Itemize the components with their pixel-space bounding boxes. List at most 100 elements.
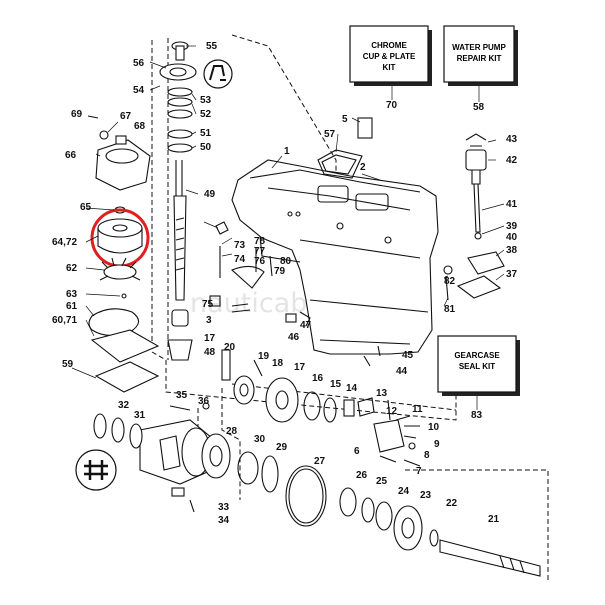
label-65: 65 — [80, 202, 92, 213]
label-1: 1 — [284, 146, 290, 157]
label-17b: 17 — [294, 362, 306, 373]
studs — [215, 221, 273, 289]
label-57: 57 — [324, 129, 336, 140]
label-68: 68 — [134, 121, 146, 132]
gearcase-housing — [231, 159, 439, 355]
label-67: 67 — [120, 111, 132, 122]
kit-leaders — [391, 86, 480, 410]
label-16: 16 — [312, 373, 324, 384]
label-83: 83 — [471, 410, 483, 421]
label-19: 19 — [258, 351, 270, 362]
impeller — [99, 257, 141, 281]
label-36: 36 — [198, 396, 210, 407]
label-41: 41 — [506, 199, 518, 210]
label-66: 66 — [65, 150, 77, 161]
label-22: 22 — [446, 498, 458, 509]
label-56: 56 — [133, 58, 145, 69]
label-7: 7 — [416, 466, 422, 477]
pump-plates — [88, 293, 160, 393]
label-51: 51 — [200, 128, 212, 139]
svg-text:CHROME: CHROME — [371, 41, 407, 50]
label-60-71: 60,71 — [52, 315, 77, 326]
label-30: 30 — [254, 434, 266, 445]
label-23: 23 — [420, 490, 432, 501]
impeller-housing — [87, 115, 151, 191]
kit-gearcase-seal: GEARCASE SEAL KIT — [437, 335, 520, 396]
label-11: 11 — [412, 404, 423, 415]
label-79: 79 — [274, 266, 286, 277]
label-20: 20 — [224, 342, 236, 353]
label-63: 63 — [66, 289, 78, 300]
label-37: 37 — [506, 269, 518, 280]
label-14: 14 — [346, 383, 358, 394]
svg-text:KIT: KIT — [383, 63, 396, 72]
label-70: 70 — [386, 100, 398, 111]
label-9: 9 — [434, 439, 440, 450]
label-18: 18 — [272, 358, 284, 369]
label-10: 10 — [428, 422, 440, 433]
label-26: 26 — [356, 470, 368, 481]
svg-text:GEARCASE: GEARCASE — [454, 351, 500, 360]
label-59: 59 — [62, 359, 74, 370]
label-35: 35 — [176, 390, 188, 401]
label-48: 48 — [204, 347, 216, 358]
label-49: 49 — [204, 189, 216, 200]
label-75: 75 — [202, 299, 214, 310]
label-12: 12 — [386, 406, 398, 417]
label-61: 61 — [66, 301, 78, 312]
label-24: 24 — [398, 486, 410, 497]
label-50: 50 — [200, 142, 212, 153]
impeller-cup — [90, 206, 150, 268]
bearing-housing — [93, 402, 541, 577]
label-15: 15 — [330, 379, 342, 390]
label-73: 73 — [234, 240, 246, 251]
label-46: 46 — [288, 332, 300, 343]
svg-text:WATER PUMP: WATER PUMP — [452, 43, 506, 52]
label-2: 2 — [360, 162, 366, 173]
gear-train — [221, 349, 421, 467]
label-31: 31 — [134, 410, 146, 421]
anode-icon — [75, 449, 117, 491]
label-32: 32 — [118, 400, 130, 411]
label-76: 76 — [254, 256, 266, 267]
label-3: 3 — [206, 315, 212, 326]
top-gasket — [317, 149, 363, 179]
fasteners — [209, 295, 381, 367]
label-78: 78 — [254, 236, 266, 247]
svg-text:REPAIR KIT: REPAIR KIT — [457, 54, 502, 63]
cable-icon — [203, 59, 233, 89]
label-62: 62 — [66, 263, 78, 274]
label-82: 82 — [444, 276, 456, 287]
label-25: 25 — [376, 476, 388, 487]
leader-lines — [71, 45, 505, 379]
label-58: 58 — [473, 102, 485, 113]
label-74: 74 — [234, 254, 246, 265]
part-labels: 55 56 54 53 52 51 50 49 69 67 68 66 65 6… — [52, 41, 518, 526]
part-5-bracket — [357, 117, 373, 139]
label-8: 8 — [424, 450, 430, 461]
kit-water-pump-repair: WATER PUMP REPAIR KIT — [443, 25, 518, 86]
label-53: 53 — [200, 95, 212, 106]
svg-text:SEAL KIT: SEAL KIT — [459, 362, 495, 371]
label-44: 44 — [396, 366, 408, 377]
label-42: 42 — [506, 155, 518, 166]
kit-chrome-cup-plate: CHROME CUP & PLATE KIT — [349, 25, 432, 86]
shift-rod-group — [443, 133, 505, 301]
label-5: 5 — [342, 114, 348, 125]
label-55: 55 — [206, 41, 218, 52]
label-81: 81 — [444, 304, 456, 315]
label-34: 34 — [218, 515, 230, 526]
label-69: 69 — [71, 109, 83, 120]
label-27: 27 — [314, 456, 326, 467]
svg-text:CUP & PLATE: CUP & PLATE — [363, 52, 416, 61]
label-64-72: 64,72 — [52, 237, 77, 248]
label-43: 43 — [506, 134, 518, 145]
label-33: 33 — [218, 502, 230, 513]
label-28: 28 — [226, 426, 238, 437]
label-47: 47 — [300, 320, 312, 331]
label-38: 38 — [506, 245, 518, 256]
label-21: 21 — [488, 514, 500, 525]
label-39: 39 — [506, 221, 518, 232]
label-52: 52 — [200, 109, 212, 120]
